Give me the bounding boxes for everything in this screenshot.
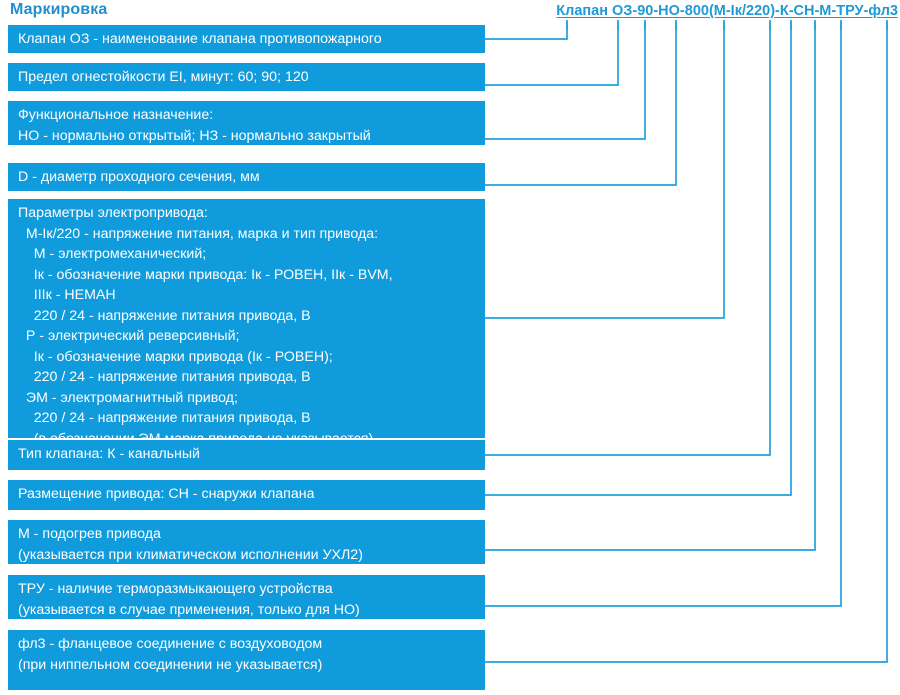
info-box-functional-purpose: Функциональное назначение: НО - нормально…	[8, 101, 485, 145]
connector-9	[485, 22, 842, 607]
info-box-drive-placement: Размещение привода: СН - снаружи клапана	[8, 480, 485, 510]
info-line: М - подогрев привода	[18, 526, 161, 542]
page-title: Маркировка	[10, 1, 108, 18]
info-line: Iк - обозначение марки привода: Iк - РОВ…	[18, 266, 393, 283]
info-line: М - электромеханический;	[18, 246, 207, 262]
info-box-valve-name: Клапан ОЗ - наименование клапана противо…	[8, 25, 485, 53]
info-line: (указывается при климатическом исполнени…	[18, 546, 363, 563]
info-box-drive-heating: М - подогрев привода (указывается при кли…	[8, 520, 485, 564]
info-box-flange-connection: фл3 - фланцевое соединение с воздуховодо…	[8, 630, 485, 690]
info-box-thermal-release-device: ТРУ - наличие терморазмыкающего устройст…	[8, 575, 485, 619]
info-line: НО - нормально открытый; НЗ - нормально …	[18, 127, 371, 144]
connector-7	[485, 22, 792, 496]
info-line: Iк - обозначение марки привода (Iк - РОВ…	[18, 348, 333, 365]
info-box-diameter: D - диаметр проходного сечения, мм	[8, 163, 485, 191]
info-line: IIIк - НЕМАН	[18, 287, 116, 303]
info-line: 220 / 24 - напряжение питания привода, В	[18, 410, 311, 426]
connector-3	[485, 22, 646, 140]
info-line: 220 / 24 - напряжение питания привода, В	[18, 307, 311, 324]
info-line: Тип клапана: К - канальный	[18, 446, 200, 462]
info-line: Размещение привода: СН - снаружи клапана	[18, 486, 315, 502]
info-line: Параметры электропривода:	[18, 205, 208, 221]
info-line: Предел огнестойкости EI, минут: 60; 90; …	[18, 69, 309, 85]
designation-code: Клапан ОЗ-90-НО-800(М-Iк/220)-К-СН-М-ТРУ…	[556, 2, 898, 20]
info-box-fire-resistance-limit: Предел огнестойкости EI, минут: 60; 90; …	[8, 63, 485, 91]
connector-8	[485, 22, 816, 551]
connector-1	[485, 22, 568, 40]
info-box-valve-type: Тип клапана: К - канальный	[8, 440, 485, 470]
connector-4	[485, 22, 677, 186]
info-line: (указывается в случае применения, только…	[18, 601, 360, 618]
info-line: Р - электрический реверсивный;	[18, 328, 240, 344]
connector-6	[485, 22, 771, 456]
connector-5	[485, 22, 725, 319]
info-line: D - диаметр проходного сечения, мм	[18, 169, 260, 185]
info-line: ТРУ - наличие терморазмыкающего устройст…	[18, 581, 333, 597]
connector-10	[485, 22, 888, 663]
designation-text: Клапан ОЗ-90-НО-800(М-Iк/220)-К-СН-М-ТРУ…	[556, 3, 898, 19]
info-line: М-Iк/220 - напряжение питания, марка и т…	[18, 225, 379, 242]
info-line: 220 / 24 - напряжение питания привода, В	[18, 369, 311, 385]
info-line: ЭМ - электромагнитный привод;	[18, 389, 238, 406]
info-line: (при ниппельном соединении не указываетс…	[18, 656, 323, 673]
info-line: фл3 - фланцевое соединение с воздуховодо…	[18, 636, 323, 652]
info-line: Клапан ОЗ - наименование клапана противо…	[18, 31, 382, 47]
connector-2	[485, 22, 619, 86]
info-line: Функциональное назначение:	[18, 107, 214, 123]
info-box-drive-parameters: Параметры электропривода: М-Iк/220 - нап…	[8, 199, 485, 447]
